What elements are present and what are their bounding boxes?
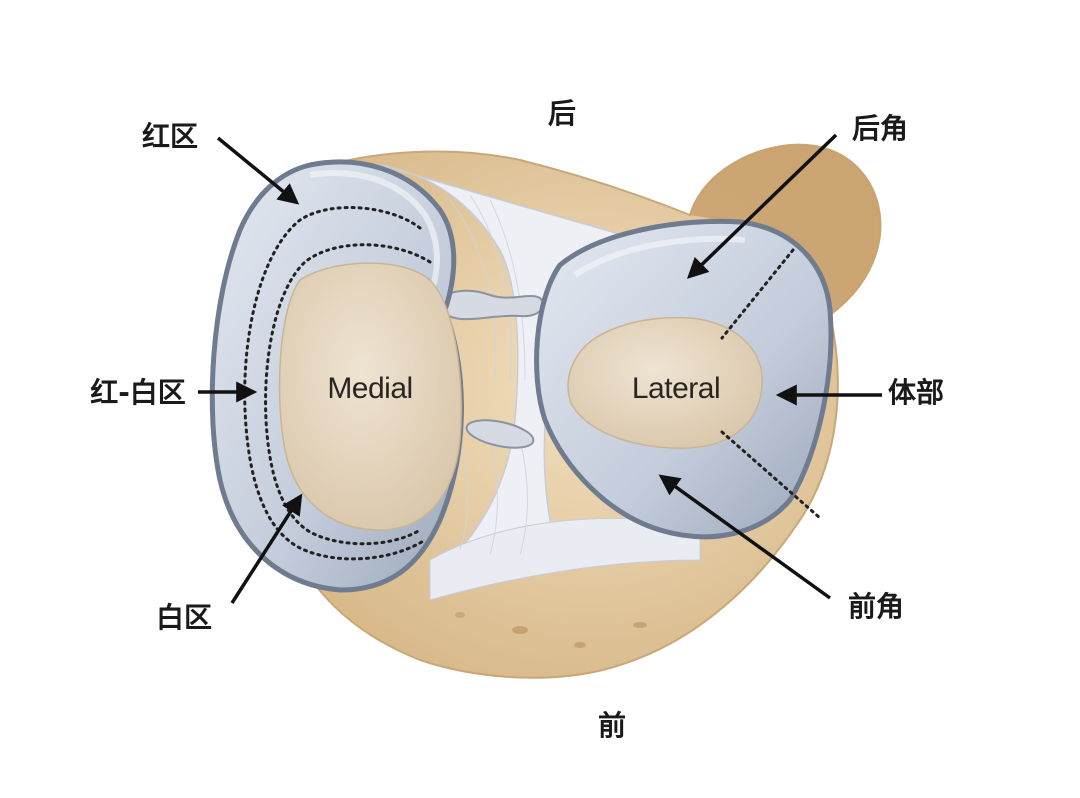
arrow-white-zone: [230, 493, 303, 604]
label-red-zone: 红区: [142, 120, 198, 153]
lateral-articular-surface: [567, 316, 763, 449]
label-red-white-zone: 红-白区: [90, 376, 186, 409]
red-zone-boundary: [243, 206, 427, 561]
label-body: 体部: [888, 376, 944, 409]
arrow-anterior-horn: [658, 474, 832, 600]
label-white-zone: 白区: [156, 601, 212, 634]
white-zone-boundary: [264, 243, 432, 546]
ligament-stump-anterior: [465, 419, 535, 449]
label-lateral: Lateral: [632, 372, 720, 405]
label-medial: Medial: [327, 372, 412, 405]
label-anterior: 前: [598, 709, 626, 742]
ligament-stump-posterior: [441, 289, 545, 321]
medial-articular-surface: [278, 262, 462, 531]
lateral-division-line-anterior: [720, 430, 822, 520]
label-posterior: 后: [548, 97, 576, 130]
arrow-posterior-horn: [686, 133, 838, 279]
arrow-red-zone: [216, 136, 300, 205]
label-posterior-horn: 后角: [852, 112, 908, 145]
label-anterior-horn: 前角: [848, 590, 904, 623]
pointer-arrows: [198, 133, 882, 604]
lateral-division-line-posterior: [720, 248, 795, 340]
